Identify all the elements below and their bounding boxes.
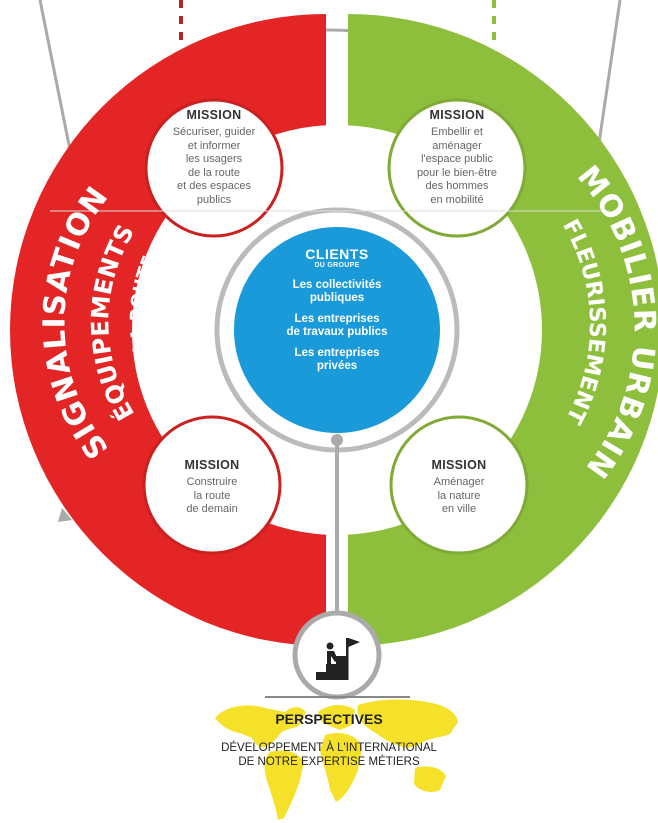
clients-panel: CLIENTS DU GROUPE Les collectivités publ… bbox=[262, 246, 412, 381]
mission-text: Aménager la nature en ville bbox=[433, 476, 485, 515]
top-right-line bbox=[596, 0, 622, 151]
mission-circle-3 bbox=[142, 415, 282, 555]
perspectives-line-1: DÉVELOPPEMENT À L'INTERNATIONAL bbox=[221, 742, 437, 754]
mission-box-1: MISSION Sécuriser, guider et informer le… bbox=[154, 108, 274, 207]
world-map-background bbox=[215, 699, 458, 820]
mission-circle-1 bbox=[144, 98, 284, 238]
perspectives-title: PERSPECTIVES bbox=[275, 711, 383, 727]
mission-box-3: MISSION Construire la route de demain bbox=[152, 458, 272, 517]
mission-title: MISSION bbox=[431, 458, 487, 472]
mission-title: MISSION bbox=[429, 108, 485, 122]
mission-title: MISSION bbox=[184, 458, 240, 472]
client-item: Les collectivités publiques bbox=[292, 279, 382, 304]
clients-title: CLIENTS bbox=[305, 246, 369, 262]
perspectives-line-2: DE NOTRE EXPERTISE MÉTIERS bbox=[238, 756, 420, 768]
mission-box-4: MISSION Aménager la nature en ville bbox=[399, 458, 519, 517]
climber-flag-icon bbox=[316, 638, 360, 680]
mission-circle-4 bbox=[389, 415, 529, 555]
clients-circle bbox=[234, 227, 440, 433]
client-item: Les entreprises privées bbox=[294, 347, 380, 372]
client-item: Les entreprises de travaux publics bbox=[286, 313, 388, 338]
perspectives-text: DÉVELOPPEMENT À L'INTERNATIONAL DE NOTRE… bbox=[169, 741, 489, 769]
perspectives-icon-circle bbox=[292, 610, 382, 700]
stem-node bbox=[331, 434, 343, 446]
mission-text: Construire la route de demain bbox=[186, 476, 238, 515]
mission-circle-2 bbox=[387, 98, 527, 238]
mission-title: MISSION bbox=[186, 108, 242, 122]
top-left-line bbox=[38, 0, 72, 151]
mission-text: Sécuriser, guider et informer les usager… bbox=[172, 126, 256, 206]
clients-subtitle: DU GROUPE bbox=[314, 262, 360, 269]
mission-box-2: MISSION Embellir et aménager l'espace pu… bbox=[397, 108, 517, 207]
mission-text: Embellir et aménager l'espace public pou… bbox=[416, 126, 498, 206]
outer-ring-arrow-left bbox=[58, 508, 72, 522]
